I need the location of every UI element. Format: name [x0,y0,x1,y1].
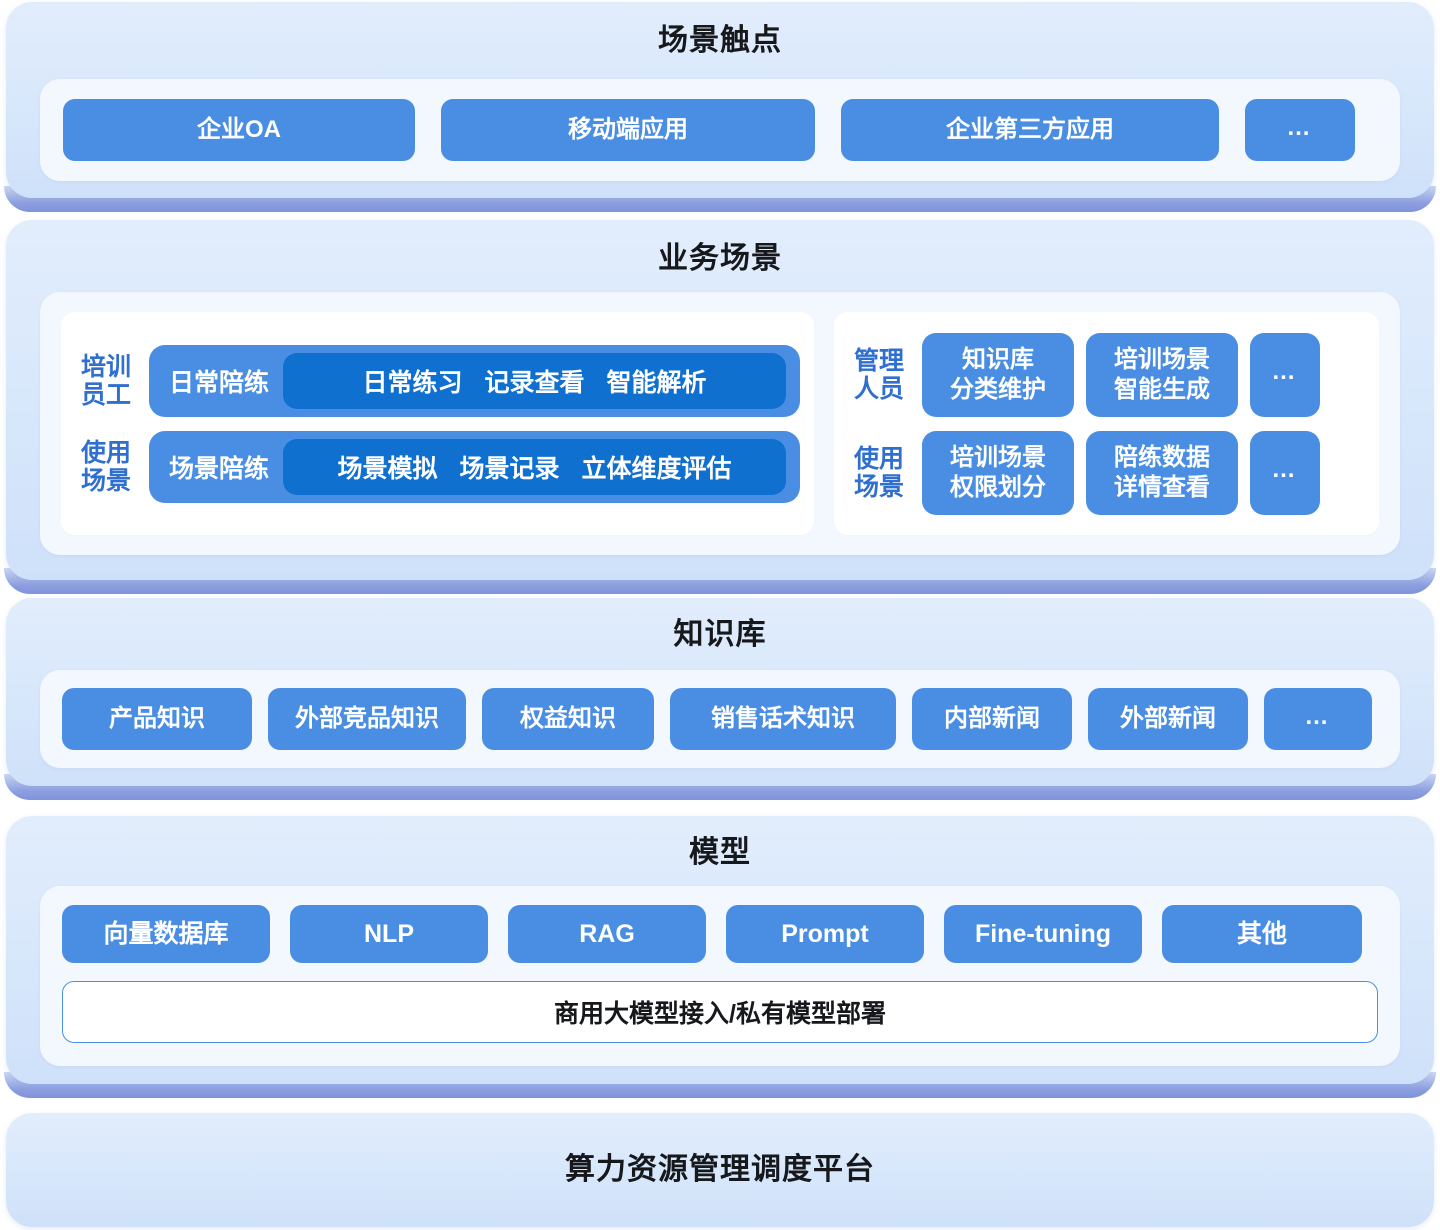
scenario-pill-scene-coaching[interactable]: 场景陪练 场景模拟 场景记录 立体维度评估 [149,430,800,503]
kb-item-benefits-knowledge[interactable]: 权益知识 [482,688,654,750]
section-title-knowledge-base: 知识库 [673,618,767,651]
business-row-usage-scenario-left: 使用 场景 场景陪练 场景模拟 场景记录 立体维度评估 [75,430,800,503]
scenario-subitem[interactable]: 记录查看 [484,368,585,397]
admin-item-kb-category-maintenance[interactable]: 知识库 分类维护 [922,332,1074,417]
role-label-training-staff: 培训 员工 [75,353,137,409]
scenario-subitem[interactable]: 立体维度评估 [581,454,732,483]
section-title-model: 模型 [689,836,751,869]
model-items-row: 向量数据库 NLP RAG Prompt Fine-tuning 其他 [62,905,1378,963]
touchpoints-panel: 企业OA 移动端应用 企业第三方应用 … [40,79,1400,181]
model-item-fine-tuning[interactable]: Fine-tuning [944,905,1142,963]
section-model: 模型 向量数据库 NLP RAG Prompt Fine-tuning 其他 商… [6,816,1434,1084]
scenario-pill-daily-coaching[interactable]: 日常陪练 日常练习 记录查看 智能解析 [149,344,800,417]
pill-line-2: 详情查看 [1114,473,1210,501]
kb-item-external-competitor-knowledge[interactable]: 外部竞品知识 [268,688,466,750]
usage-item-coaching-data-detail[interactable]: 陪练数据 详情查看 [1086,430,1238,515]
touchpoint-enterprise-oa[interactable]: 企业OA [63,99,415,161]
pill-line-2: 智能生成 [1114,375,1210,403]
pill-line-1: 陪练数据 [1114,444,1210,472]
role-label-admin-staff: 管理 人员 [848,347,910,403]
scenario-subitem[interactable]: 日常练习 [362,368,463,397]
pill-line-2: 分类维护 [950,375,1046,403]
role-line-2: 场景 [80,466,131,495]
model-deployment-bar[interactable]: 商用大模型接入/私有模型部署 [62,981,1378,1043]
section-title-compute-platform: 算力资源管理调度平台 [565,1153,875,1186]
section-knowledge-base: 知识库 产品知识 外部竞品知识 权益知识 销售话术知识 内部新闻 外部新闻 … [6,598,1434,786]
role-line-2: 人员 [853,374,904,403]
role-line-1: 使用 [80,438,131,467]
ellipsis-icon[interactable]: … [1250,430,1320,515]
kb-item-product-knowledge[interactable]: 产品知识 [62,688,252,750]
business-row-usage-scenario-right: 使用 场景 培训场景 权限划分 陪练数据 详情查看 … [848,430,1365,515]
business-row-admin-staff: 管理 人员 知识库 分类维护 培训场景 智能生成 … [848,332,1365,417]
business-row-training-staff: 培训 员工 日常陪练 日常练习 记录查看 智能解析 [75,344,800,417]
scenario-subitem[interactable]: 智能解析 [606,368,707,397]
admin-item-training-scene-generation[interactable]: 培训场景 智能生成 [1086,332,1238,417]
touchpoint-mobile-app[interactable]: 移动端应用 [441,99,815,161]
ellipsis-icon[interactable]: … [1264,688,1372,750]
ellipsis-icon[interactable]: … [1245,99,1355,161]
role-label-usage-scenario-right: 使用 场景 [848,445,910,501]
section-business-scenarios: 业务场景 培训 员工 日常陪练 日常练习 记录查看 智能解析 [6,220,1434,580]
kb-item-sales-script-knowledge[interactable]: 销售话术知识 [670,688,896,750]
pill-line-1: 知识库 [962,346,1034,374]
role-label-usage-scenario-left: 使用 场景 [75,439,137,495]
role-line-2: 员工 [80,380,131,409]
model-panel: 向量数据库 NLP RAG Prompt Fine-tuning 其他 商用大模… [40,886,1400,1066]
kb-item-internal-news[interactable]: 内部新闻 [912,688,1072,750]
role-line-1: 培训 [80,352,131,381]
model-item-prompt[interactable]: Prompt [726,905,924,963]
scenario-subitems-scene: 场景模拟 场景记录 立体维度评估 [283,438,786,495]
knowledge-base-panel: 产品知识 外部竞品知识 权益知识 销售话术知识 内部新闻 外部新闻 … [40,670,1400,768]
pill-line-1: 培训场景 [1114,346,1210,374]
business-scenarios-panel: 培训 员工 日常陪练 日常练习 记录查看 智能解析 使用 [40,292,1400,555]
pill-line-1: 培训场景 [950,444,1046,472]
scenario-subitem[interactable]: 场景记录 [459,454,560,483]
model-item-other[interactable]: 其他 [1162,905,1362,963]
touchpoint-third-party-app[interactable]: 企业第三方应用 [841,99,1219,161]
pill-line-2: 权限划分 [950,473,1046,501]
scenario-subitems-daily: 日常练习 记录查看 智能解析 [283,352,786,409]
scenario-head-label: 场景陪练 [169,454,270,483]
kb-item-external-news[interactable]: 外部新闻 [1088,688,1248,750]
role-line-1: 管理 [853,346,904,375]
usage-item-training-scene-permission[interactable]: 培训场景 权限划分 [922,430,1074,515]
scenario-subitem[interactable]: 场景模拟 [337,454,438,483]
section-title-touchpoints: 场景触点 [658,24,782,57]
model-item-vector-database[interactable]: 向量数据库 [62,905,270,963]
business-left-group: 培训 员工 日常陪练 日常练习 记录查看 智能解析 使用 [61,312,814,535]
role-line-1: 使用 [853,444,904,473]
section-title-business-scenarios: 业务场景 [658,242,782,275]
model-item-nlp[interactable]: NLP [290,905,488,963]
section-compute-platform: 算力资源管理调度平台 [6,1113,1434,1227]
business-right-group: 管理 人员 知识库 分类维护 培训场景 智能生成 … 使用 [834,312,1379,535]
role-line-2: 场景 [853,472,904,501]
scenario-head-label: 日常陪练 [169,368,270,397]
ellipsis-icon[interactable]: … [1250,332,1320,417]
section-touchpoints: 场景触点 企业OA 移动端应用 企业第三方应用 … [6,2,1434,198]
model-item-rag[interactable]: RAG [508,905,706,963]
